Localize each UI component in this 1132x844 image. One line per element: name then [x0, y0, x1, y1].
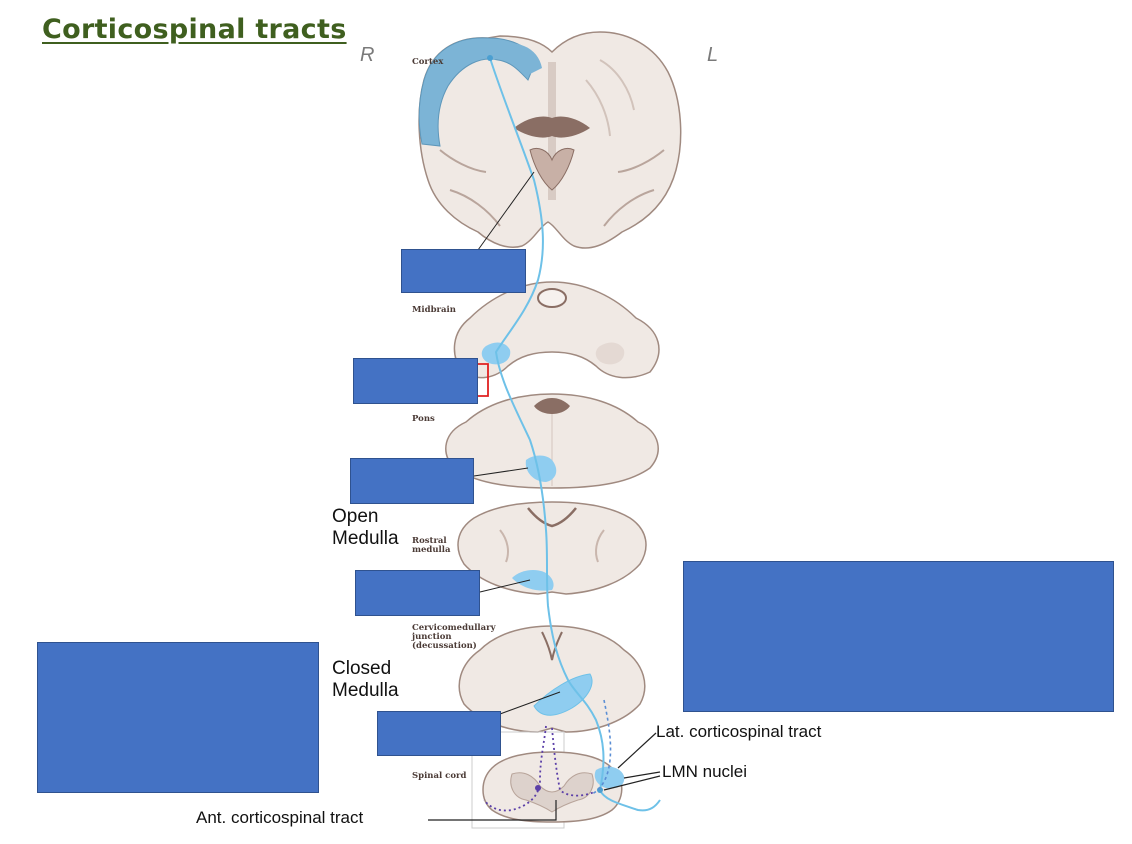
rostral-medulla-section [457, 501, 647, 595]
rostral-medulla-label: Rostral medulla [412, 536, 451, 555]
open-medulla-label: Open Medulla [332, 506, 399, 549]
spinal-cord-label: Spinal cord [412, 771, 467, 781]
closed-medulla-label: Closed Medulla [332, 658, 399, 701]
cover-box-5 [377, 711, 501, 756]
right-side-label: R [360, 44, 375, 66]
lateral-tract-label: Lat. corticospinal tract [656, 722, 822, 741]
anterior-tract-path [483, 725, 547, 812]
cover-box-2 [353, 358, 478, 404]
midbrain-section [453, 281, 660, 379]
anterior-tract-label: Ant. corticospinal tract [196, 808, 364, 827]
cortex-coronal-section [418, 31, 682, 249]
cervicomedullary-section [458, 625, 646, 733]
cervicomedullary-label: Cervicomedullary junction (decussation) [412, 623, 496, 651]
cortex-neuron-dot [487, 55, 493, 61]
cover-box-1 [401, 249, 526, 293]
left-side-label: L [707, 44, 719, 66]
spinal-cord-section [482, 751, 625, 823]
cover-box-left-large [37, 642, 319, 793]
red-bracket [478, 363, 489, 397]
anterior-neuron-dot [535, 785, 541, 791]
pons-section [445, 393, 659, 489]
cover-box-4 [355, 570, 480, 616]
slide-title: Corticospinal tracts [42, 14, 347, 45]
cover-box-3 [350, 458, 474, 504]
cortex-label: Cortex [412, 57, 444, 67]
midbrain-label: Midbrain [412, 305, 456, 315]
lmn-nuclei-label: LMN nuclei [662, 762, 748, 781]
pons-label: Pons [412, 414, 435, 424]
cover-box-right-large [683, 561, 1114, 712]
